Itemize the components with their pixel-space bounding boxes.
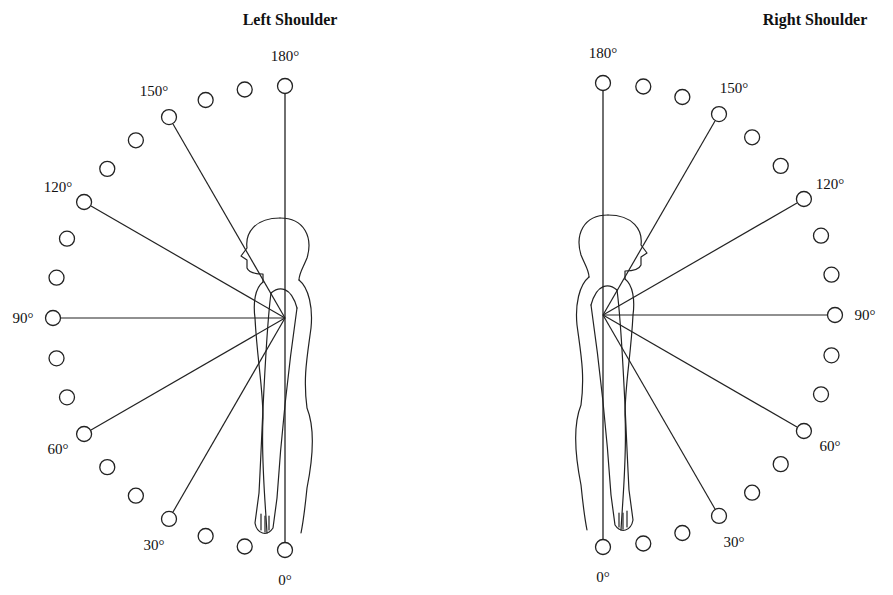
angle-marker (796, 424, 811, 439)
angle-marker (278, 543, 293, 558)
angle-ray (603, 121, 715, 315)
angle-marker (46, 311, 61, 326)
angle-marker (596, 540, 611, 555)
angle-marker (278, 79, 293, 94)
angle-ray (173, 124, 285, 318)
angle-marker (100, 460, 115, 475)
angle-marker (128, 488, 143, 503)
angle-marker (49, 351, 64, 366)
angle-marker (162, 511, 177, 526)
angle-marker (237, 82, 252, 97)
angle-marker (712, 107, 727, 122)
angle-ray (91, 206, 285, 318)
angle-label: 0° (278, 573, 292, 588)
angle-label: 30° (144, 537, 165, 552)
angle-marker (596, 76, 611, 91)
angle-label: 60° (819, 439, 840, 454)
angle-ray (173, 318, 285, 512)
angle-marker (828, 308, 843, 323)
angle-label: 0° (596, 570, 610, 585)
angle-label: 150° (140, 84, 169, 99)
angle-ray (603, 203, 797, 315)
angle-marker (796, 192, 811, 207)
angle-marker (59, 390, 74, 405)
angle-marker (675, 89, 690, 104)
human-figure (241, 218, 312, 533)
angle-label: 60° (48, 442, 69, 457)
angle-marker (198, 92, 213, 107)
angle-marker (59, 231, 74, 246)
angle-marker (712, 508, 727, 523)
diagram-heading: Left Shoulder (243, 12, 338, 28)
angle-label: 30° (724, 534, 745, 549)
angle-marker (675, 526, 690, 541)
angle-marker (636, 79, 651, 94)
angle-ray (603, 314, 827, 315)
angle-marker (814, 228, 829, 243)
angle-marker (773, 457, 788, 472)
angle-label: 120° (44, 180, 73, 195)
angle-marker (49, 270, 64, 285)
angle-marker (636, 536, 651, 551)
angle-marker (77, 195, 92, 210)
angle-marker (773, 158, 788, 173)
angle-marker (745, 485, 760, 500)
angle-label: 120° (816, 177, 845, 192)
angle-ray (603, 315, 715, 509)
diagram-heading: Right Shoulder (763, 12, 867, 28)
angle-ray (61, 317, 285, 318)
angle-marker (824, 267, 839, 282)
angle-label: 150° (720, 81, 749, 96)
angle-marker (814, 387, 829, 402)
angle-label: 90° (855, 308, 876, 323)
angle-marker (100, 161, 115, 176)
goniometer (46, 76, 843, 558)
angle-marker (128, 133, 143, 148)
angle-label: 90° (13, 311, 34, 326)
angle-marker (162, 110, 177, 125)
human-figure (576, 215, 647, 530)
angle-marker (237, 539, 252, 554)
angle-marker (824, 348, 839, 363)
angle-marker (198, 529, 213, 544)
angle-label: 180° (589, 46, 618, 61)
angle-marker (745, 130, 760, 145)
angle-marker (77, 427, 92, 442)
angle-label: 180° (271, 49, 300, 64)
